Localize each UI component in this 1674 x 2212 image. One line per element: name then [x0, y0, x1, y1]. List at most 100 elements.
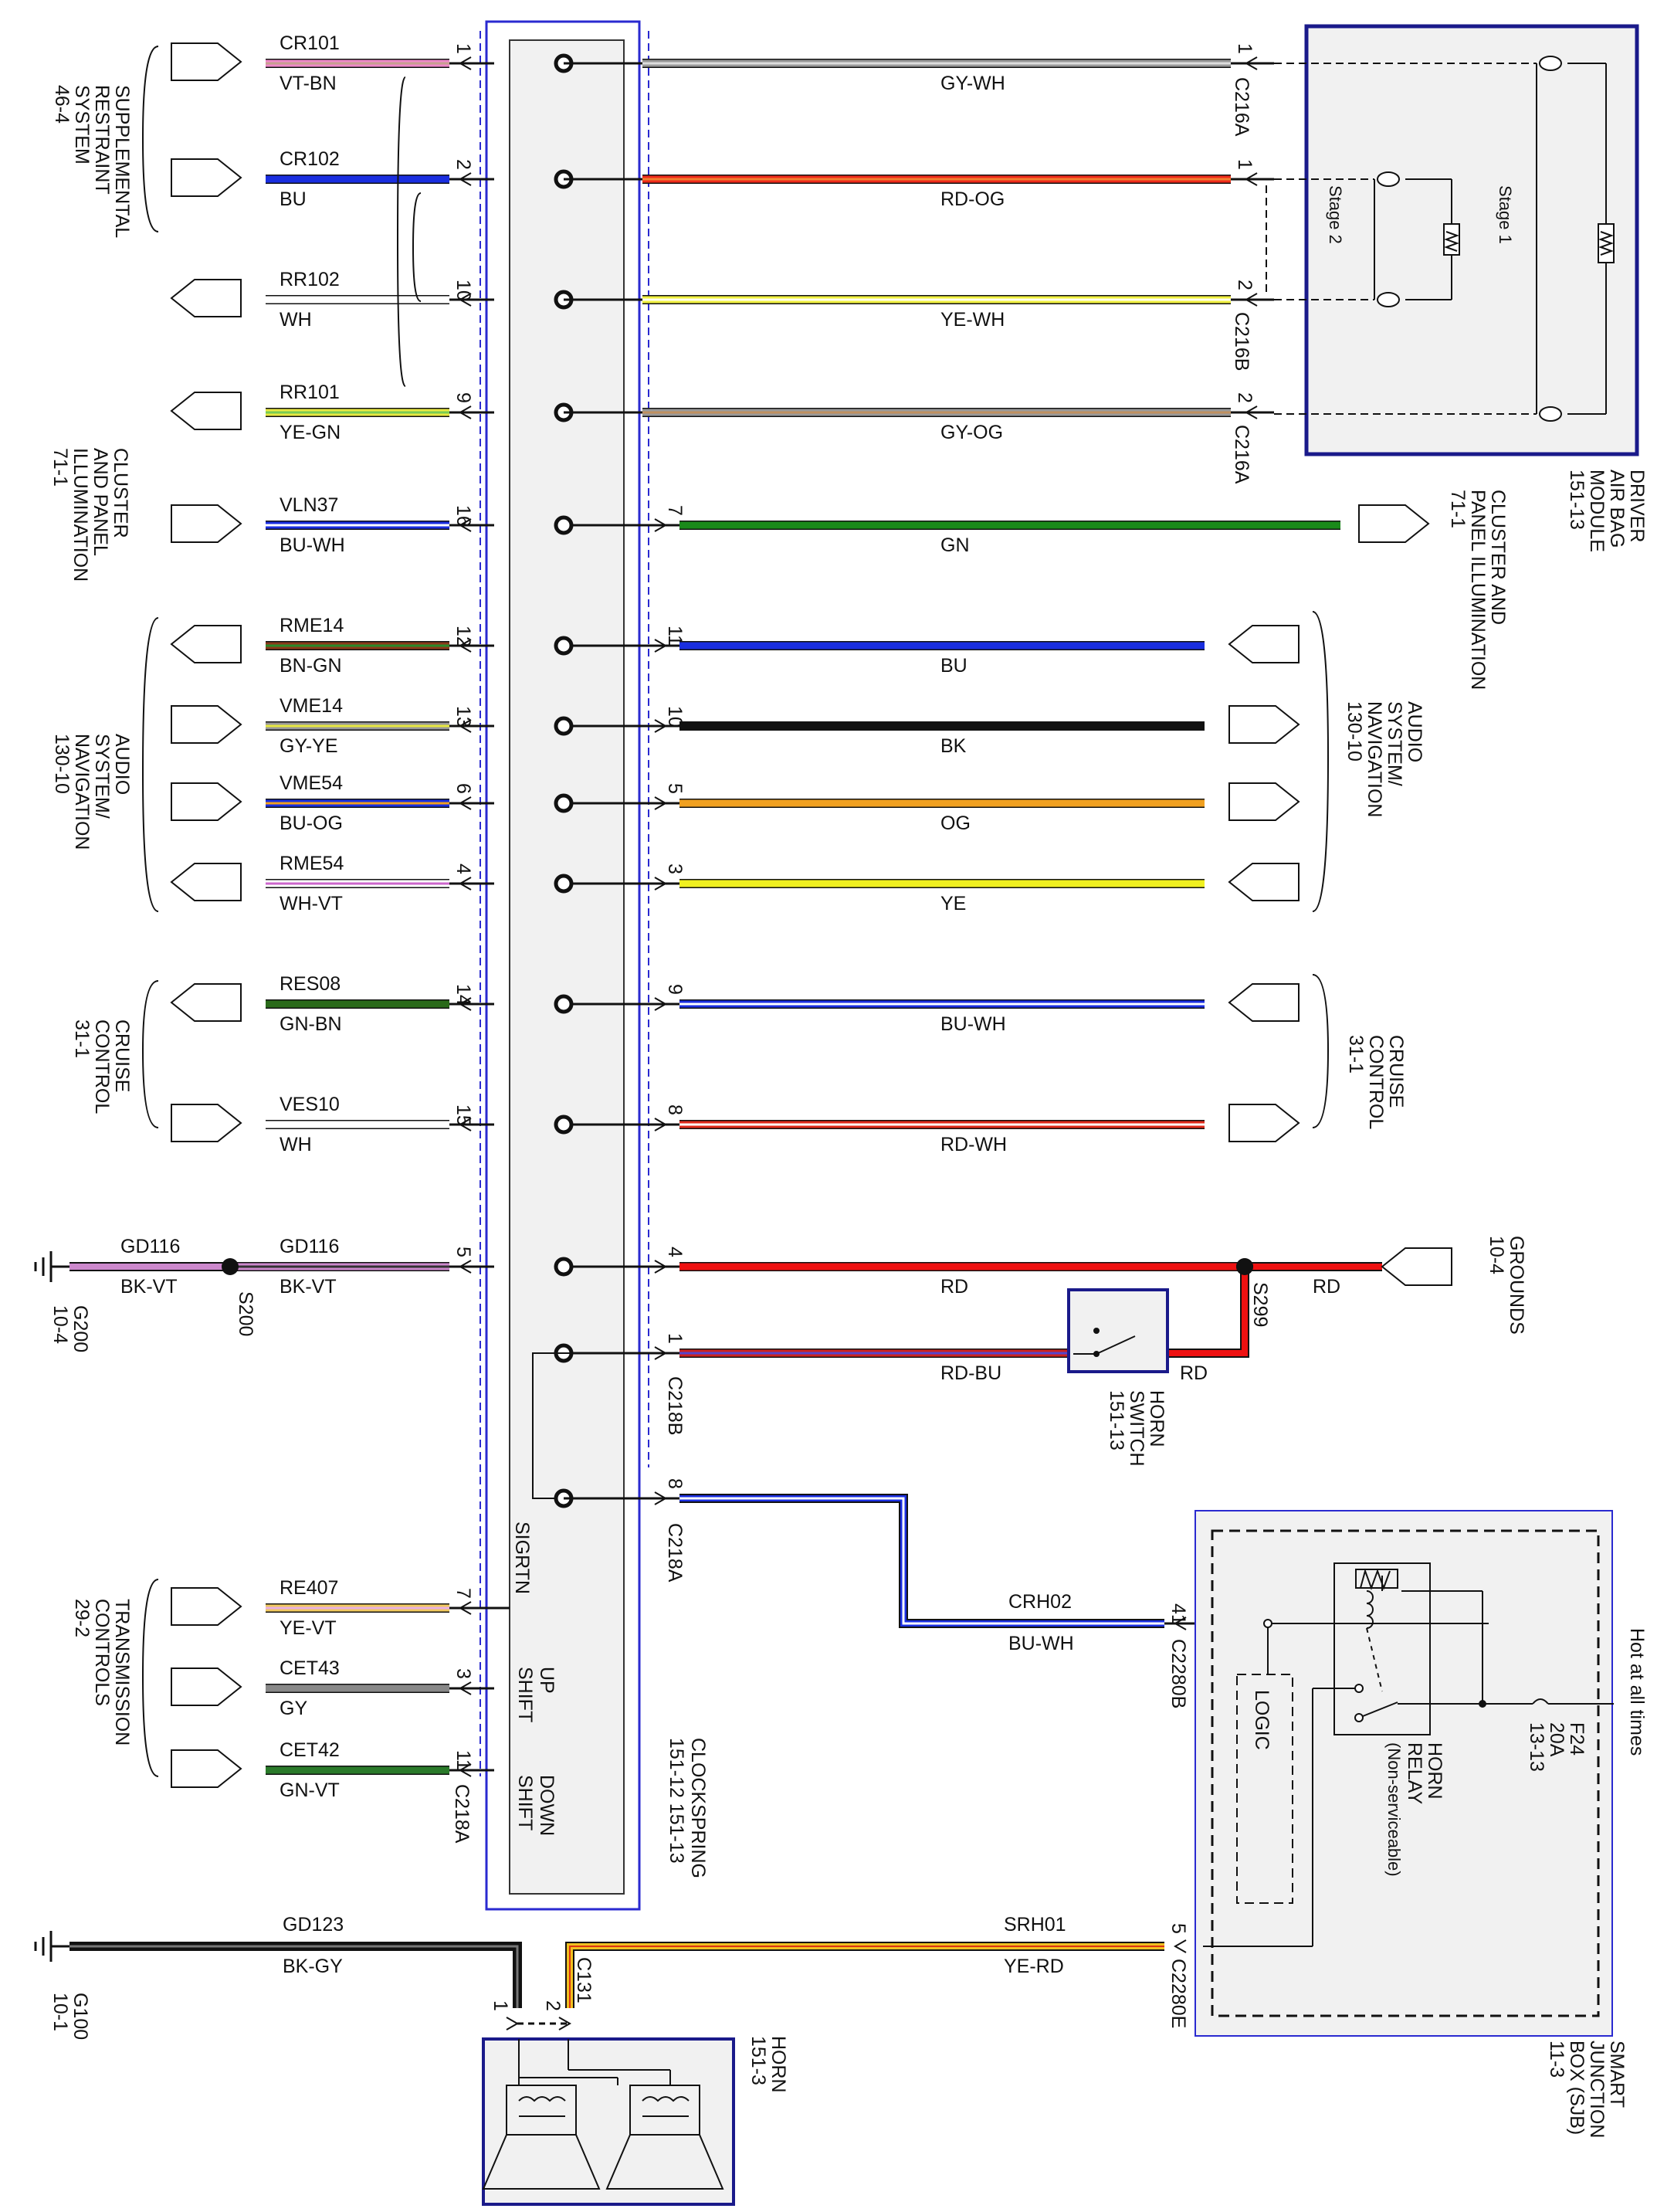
arrow-left-CR102	[458, 172, 472, 186]
horn-switch-ref-3: 151-13	[1106, 1390, 1127, 1450]
airbag-ref-2: AIR BAG	[1606, 470, 1628, 548]
wire-crh02-stripe	[679, 1497, 1164, 1625]
sjb-ref-3: BOX (SJB)	[1566, 2041, 1588, 2135]
audio-ref-left-2: SYSTEM/	[91, 734, 113, 819]
color-code-RME14: BN-GN	[280, 655, 342, 677]
audio-ref-left-1: AUDIO	[111, 734, 133, 795]
sjb-ref-2: JUNCTION	[1586, 2041, 1608, 2138]
sjb-ref-4: 11-3	[1546, 2041, 1567, 2078]
pin-left-RE407: 7	[452, 1588, 474, 1599]
horn-switch-rd-label: RD	[1180, 1362, 1208, 1384]
color-code-right-7: OG	[940, 813, 971, 834]
g200-ref-1: G200	[69, 1305, 91, 1352]
srs-ref-4: 46-4	[51, 85, 73, 124]
horn-switch	[1067, 1288, 1169, 1373]
splice-s200-label: S200	[235, 1291, 256, 1336]
pin-left-gd116: 5	[452, 1247, 474, 1257]
color-code-gd116-outer: BK-VT	[120, 1276, 178, 1298]
conn-c131: C131	[573, 1957, 595, 2003]
airbag-ref-4: 151-13	[1566, 470, 1588, 530]
horn-ref-1: HORN	[768, 2036, 789, 2093]
wire-srh01-stripe	[569, 1946, 1164, 2008]
splice-s200-dot	[222, 1258, 239, 1275]
srs-ref-1: SUPPLEMENTAL	[111, 85, 133, 238]
pin-right-11: 4	[664, 1247, 686, 1257]
circuit-RE407: RE407	[280, 1577, 338, 1599]
clock-node-8	[554, 874, 574, 894]
cluster-ref-2: AND PANEL	[90, 448, 111, 556]
cluster-ref-right-2: PANEL ILLUMINATION	[1467, 490, 1489, 690]
trans-ref-3: 29-2	[71, 1599, 93, 1637]
wire-crh02	[679, 1495, 1164, 1627]
conn-c216a-1: C216A	[1231, 77, 1252, 137]
arrow-crh02-clock	[654, 1491, 668, 1505]
circuit-RME54: RME54	[280, 853, 344, 874]
ground-symbols	[34, 1251, 69, 1962]
pin-right-2: 2	[1234, 280, 1256, 290]
arrow-crh02	[1173, 1617, 1187, 1630]
horn: HORN 151-3	[482, 2036, 789, 2206]
pin-left-CR101: 1	[452, 43, 474, 54]
pin-right-4: 7	[664, 505, 686, 516]
color-code-right-3: GY-OG	[940, 422, 1003, 443]
pin-right-0: 1	[1234, 43, 1256, 54]
horn-pin-1: 1	[490, 2000, 511, 2011]
arrow-horn-1	[506, 2017, 520, 2030]
fuse-f24-1: F24	[1566, 1722, 1588, 1756]
color-code-RR102: WH	[280, 309, 312, 331]
driver-airbag-module: Stage 1 Stage 2	[1266, 24, 1639, 456]
arrow-right-7	[654, 796, 668, 810]
grounds-ref-2: 10-4	[1486, 1236, 1507, 1274]
color-code-right-4: GN	[940, 534, 970, 556]
splice-s299-dot-top	[1236, 1258, 1253, 1275]
clock-node-9	[554, 994, 574, 1014]
arrow-right-11	[654, 1260, 668, 1274]
wire-srh01-outline	[565, 1942, 1164, 2008]
right-reference-labels: DRIVER AIR BAG MODULE 151-13 CLUSTER AND…	[1106, 470, 1648, 2138]
conn-c218a-right: C218A	[664, 1523, 686, 1583]
connector-left-RME54	[170, 863, 242, 901]
color-code-CET43: GY	[280, 1698, 307, 1719]
color-code-CET42: GN-VT	[280, 1779, 340, 1801]
connector-left-CET43	[171, 1667, 242, 1706]
arrow-right-10	[654, 1118, 668, 1131]
connector-left-VLN37	[171, 504, 242, 543]
color-code-RE407: YE-VT	[280, 1617, 337, 1639]
cruise-ref-left-2: CONTROL	[91, 1019, 113, 1114]
audio-ref-right-2: SYSTEM/	[1384, 701, 1405, 786]
audio-ref-right-1: AUDIO	[1404, 701, 1425, 762]
clockspring-downshift-2: SHIFT	[514, 1775, 536, 1830]
connector-right-6	[1228, 705, 1300, 744]
clock-node-5	[554, 636, 574, 656]
g100-ref-2: 10-1	[49, 1993, 71, 2031]
conn-c2280e: C2280E	[1167, 1959, 1189, 2028]
cruise-ref-right-3: 31-1	[1345, 1035, 1367, 1074]
connector-left-RR102	[170, 279, 242, 317]
arrow-left-CR101	[458, 56, 472, 70]
clockspring-label-2: 151-12 151-13	[666, 1738, 687, 1864]
color-code-right-8: YE	[940, 893, 966, 914]
pin-right-12: 1	[664, 1333, 686, 1344]
pin-left-CET42: 11	[452, 1750, 474, 1770]
clockspring-downshift-1: DOWN	[536, 1775, 557, 1836]
color-code-RME54: WH-VT	[280, 893, 343, 914]
connector-left-RME14	[170, 625, 242, 663]
conn-c216b: C216B	[1231, 312, 1252, 371]
arrow-left-VME14	[458, 719, 472, 733]
cluster-ref-right-1: CLUSTER AND	[1487, 490, 1509, 625]
horn-switch-ref-2: SWITCH	[1126, 1390, 1147, 1467]
wire-rd-horn	[1167, 1267, 1248, 1356]
color-code-VME54: BU-OG	[280, 813, 343, 834]
color-code-right-9: BU-WH	[940, 1013, 1006, 1035]
cluster-ref-1: CLUSTER	[110, 448, 131, 538]
clock-node-10	[554, 1114, 574, 1135]
sjb-logic-label: LOGIC	[1251, 1690, 1272, 1750]
circuit-CET43: CET43	[280, 1657, 340, 1679]
arrow-horn-2	[558, 2017, 572, 2030]
cruise-ref-right-1: CRUISE	[1385, 1035, 1407, 1108]
pin-right-7: 5	[664, 783, 686, 794]
circuit-gd116-outer: GD116	[120, 1236, 180, 1257]
color-code-VES10: WH	[280, 1134, 312, 1155]
pin-right-5: 11	[664, 626, 686, 646]
conn-c216a-2: C216A	[1231, 425, 1252, 484]
